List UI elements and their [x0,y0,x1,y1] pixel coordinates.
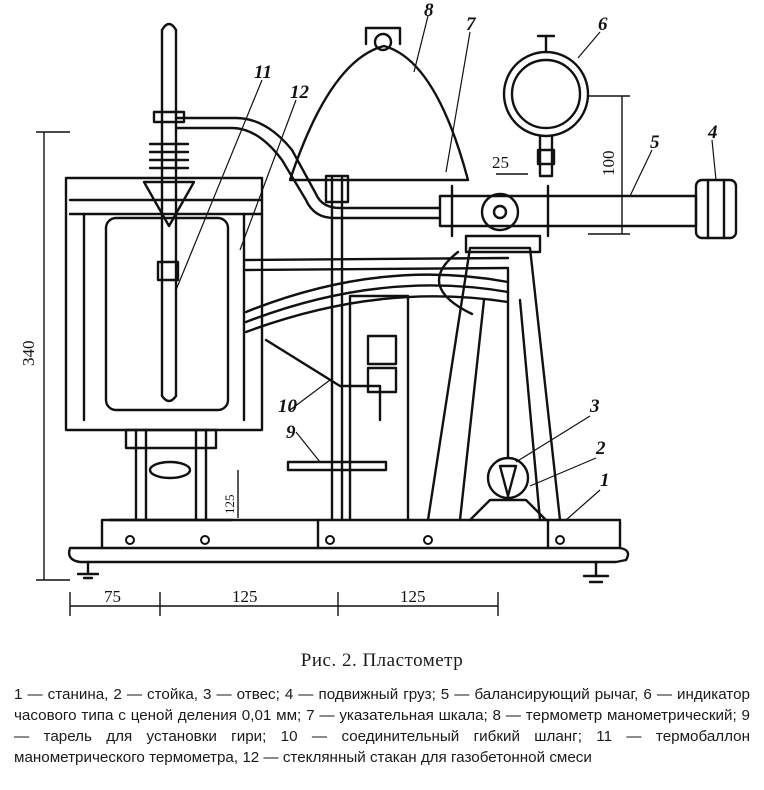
balancing-lever [438,194,698,228]
weight-table [286,460,388,472]
callout-9: 9 [286,422,296,443]
movable-weight [694,178,738,240]
callout-7: 7 [466,14,477,35]
figure-caption: Рис. 2. Пластометр [300,650,464,671]
pointer-scale [437,250,474,316]
base-bolts [125,535,565,545]
dim-bottom-mid: 125 [232,587,258,606]
callout-4: 4 [707,122,718,143]
callout-8: 8 [424,0,434,21]
right-foot [582,560,610,584]
callout-2: 2 [595,438,606,459]
left-foot [76,560,100,580]
callout-1: 1 [600,470,610,491]
callout-11: 11 [254,62,272,83]
dim-bottom-left: 75 [104,587,121,606]
arc-spring [244,273,510,314]
dim-bottom-right: 125 [400,587,426,606]
dim-plumb-offset: 25 [492,153,509,172]
stand [426,246,562,522]
callout-10: 10 [278,396,298,417]
callout-12: 12 [290,82,310,103]
plastometer-drawing: 340 100 25 125 75 125 125 1 2 3 4 5 6 7 … [19,0,738,616]
callout-3: 3 [589,396,600,417]
dial-indicator [502,50,590,138]
glass-cup [104,216,230,412]
dim-base-gap: 125 [222,495,237,515]
dim-height-total: 340 [19,341,38,367]
figure-legend: 1 — станина, 2 — стойка, 3 — отвес; 4 — … [14,686,750,766]
manometric-thermometer [288,44,470,182]
dim-dial-offset: 100 [599,151,618,177]
callout-6: 6 [598,14,608,35]
callout-5: 5 [650,132,660,153]
base-frame [67,546,630,564]
